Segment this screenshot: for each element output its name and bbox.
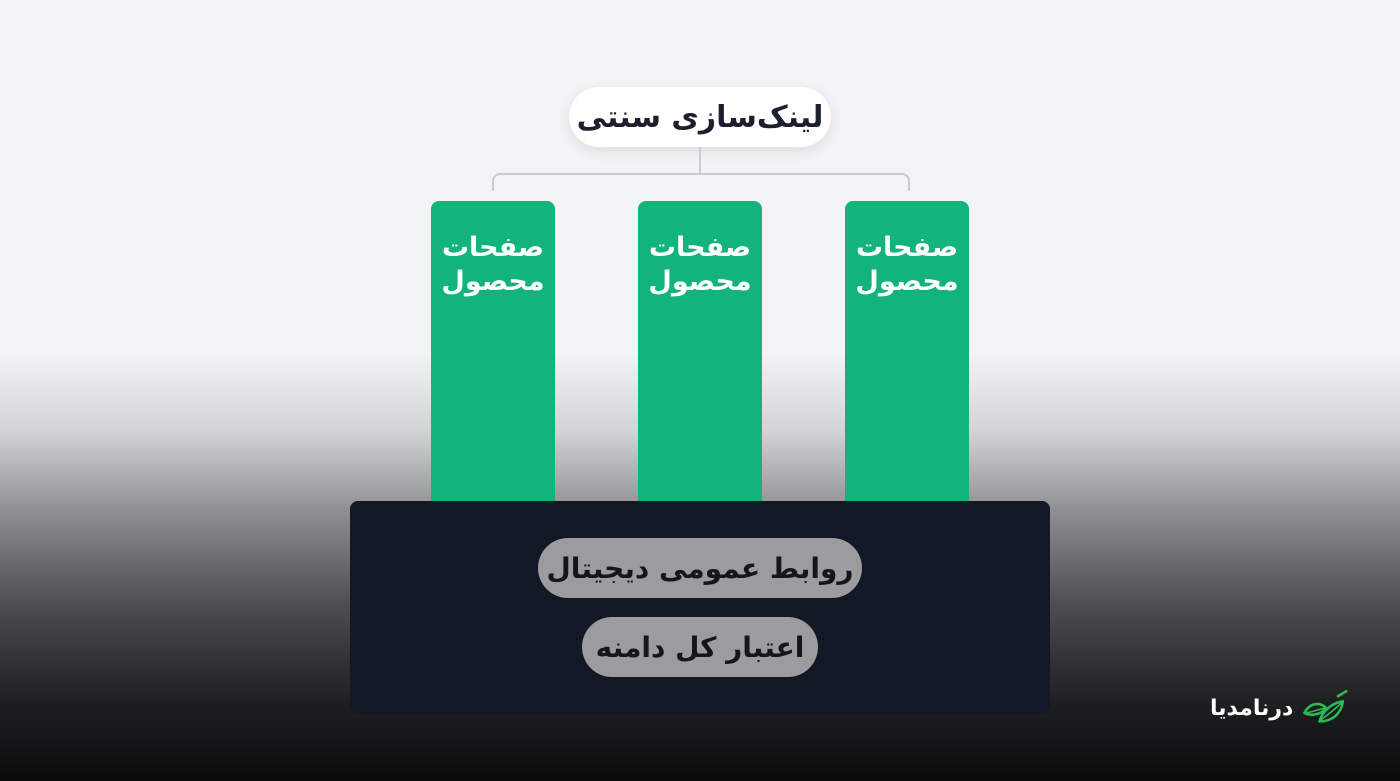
brand-logo: درنامدیا [1210, 684, 1350, 732]
connector-bracket [492, 173, 910, 191]
digital-pr-pill: روابط عمومی دیجیتال [538, 538, 862, 598]
column-product-pages-left: صفحات محصول [431, 201, 555, 513]
domain-authority-pill: اعتبار کل دامنه [582, 617, 818, 677]
brand-name: درنامدیا [1210, 695, 1294, 721]
column-label: صفحات محصول [441, 232, 545, 297]
leaf-logo-icon [1303, 689, 1348, 723]
foundation-block: روابط عمومی دیجیتال اعتبار کل دامنه [350, 501, 1050, 714]
column-product-pages-center: صفحات محصول [638, 201, 762, 513]
connector-stem [699, 147, 701, 173]
column-label: صفحات محصول [648, 232, 752, 297]
column-label: صفحات محصول [855, 232, 959, 297]
diagram-title: لینک‌سازی سنتی [569, 87, 831, 147]
column-product-pages-right: صفحات محصول [845, 201, 969, 513]
